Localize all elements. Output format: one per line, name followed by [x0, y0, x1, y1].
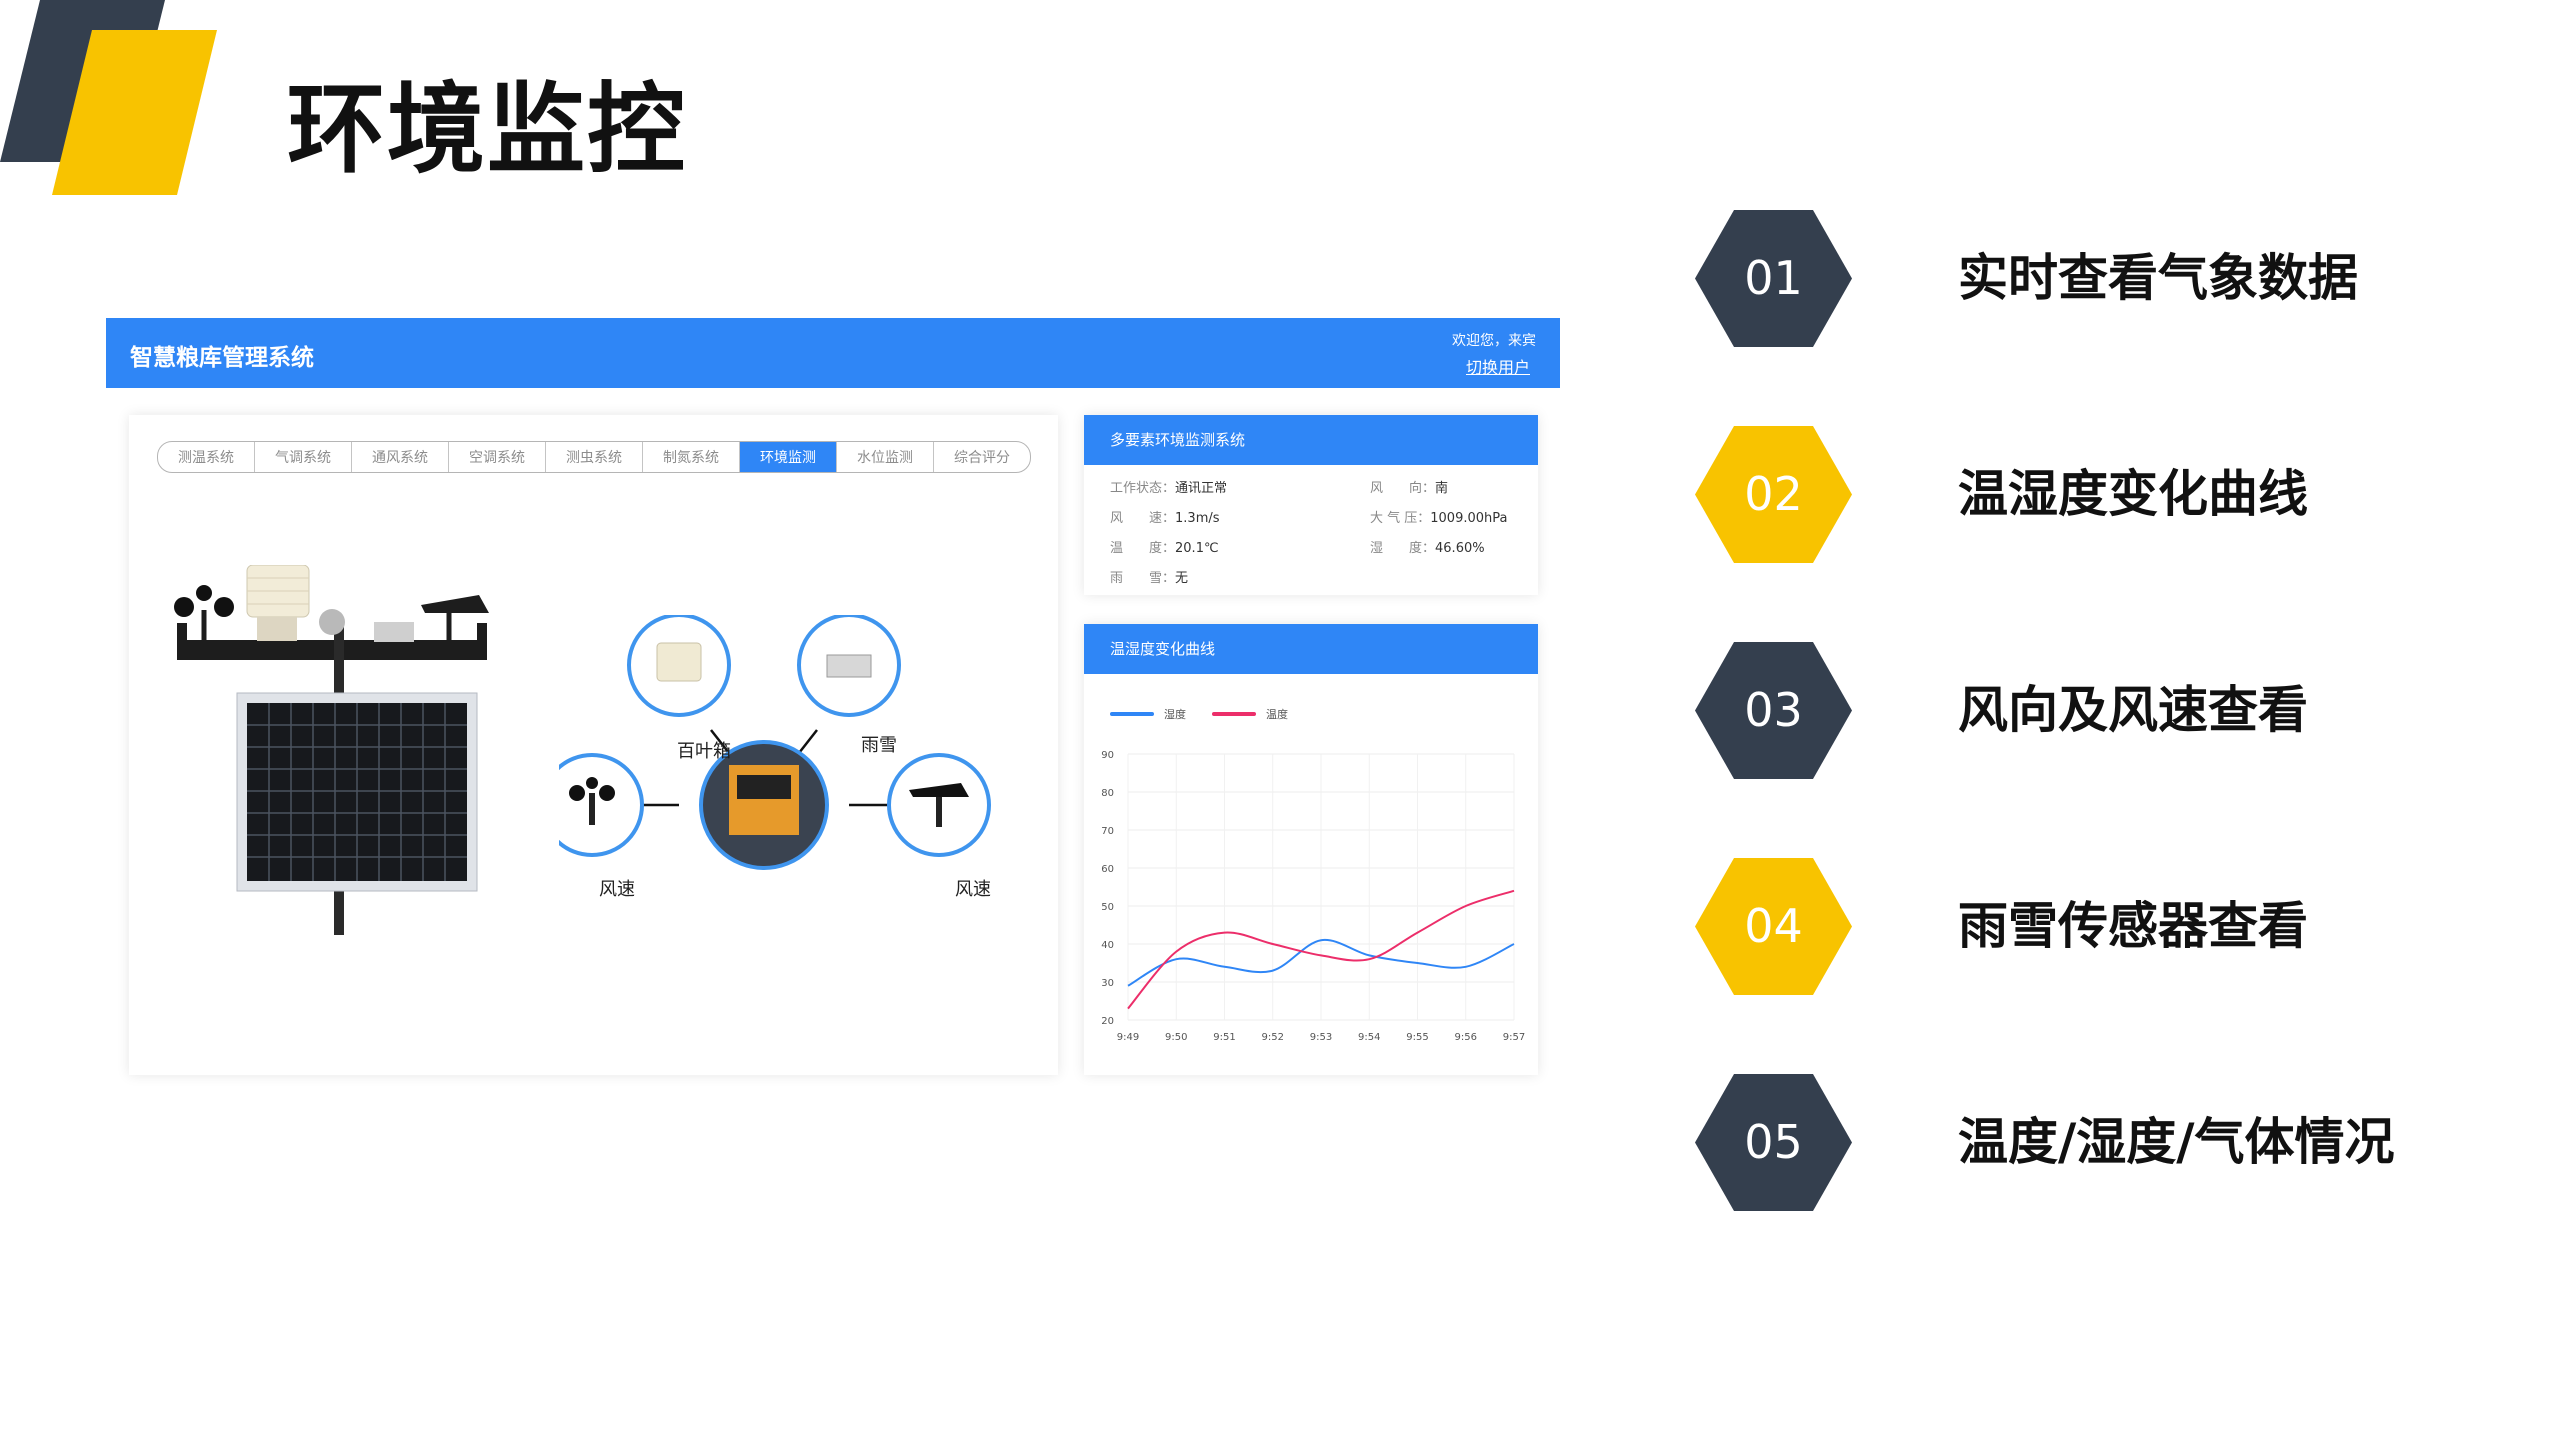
status-row: 大 气 压：1009.00hPa — [1370, 511, 1508, 526]
environment-panel: 测温系统气调系统通风系统空调系统测虫系统制氮系统环境监测水位监测 综合评分 — [129, 415, 1058, 1075]
y-tick-label: 60 — [1101, 864, 1114, 875]
feature-text: 风向及风速查看 — [1958, 681, 2308, 739]
status-row: 风 速：1.3m/s — [1110, 511, 1220, 526]
tab-8[interactable]: 综合评分 — [954, 450, 1010, 466]
status-row: 风 向：南 — [1370, 481, 1449, 496]
legend-temperature: 温度 — [1212, 706, 1288, 722]
x-tick-label: 9:53 — [1310, 1032, 1332, 1043]
chart-panel: 温湿度变化曲线 湿度 温度 20 30 40 50 60 70 80 90 9:49 9:50 9:… — [1084, 624, 1538, 1075]
status-row: 温 度：20.1℃ — [1110, 541, 1219, 556]
feature-item: 05 温度/湿度/气体情况 — [0, 1074, 2560, 1214]
feature-number: 03 — [1744, 683, 1803, 737]
tab-0[interactable]: 测温系统 — [158, 442, 255, 472]
feature-item: 04 雨雪传感器查看 — [0, 858, 2560, 998]
x-tick-label: 9:51 — [1213, 1032, 1235, 1043]
status-row: 工作状态：通讯正常 — [1110, 481, 1228, 496]
y-tick-label: 70 — [1101, 826, 1114, 837]
feature-text: 实时查看气象数据 — [1958, 249, 2358, 307]
feature-text: 温湿度变化曲线 — [1958, 465, 2308, 523]
slide-title: 环境监控 — [287, 73, 688, 187]
wind-speed-label-left: 风速 — [599, 879, 635, 900]
hexagon-icon — [1695, 642, 1852, 779]
x-tick-label: 9:54 — [1358, 1032, 1380, 1043]
rain-snow-label: 雨雪 — [861, 735, 897, 756]
weather-station-illustration — [174, 565, 489, 935]
status-panel: 多要素环境监测系统 工作状态：通讯正常 风 向：南风 速：1.3m/s 大 气 压：… — [1084, 415, 1538, 595]
sensor-diagram — [559, 615, 991, 870]
y-tick-label: 50 — [1101, 902, 1114, 913]
x-tick-label: 9:50 — [1165, 1032, 1187, 1043]
feature-item: 02 温湿度变化曲线 — [0, 426, 2560, 566]
status-row: 湿 度：46.60% — [1370, 541, 1485, 556]
feature-number: 04 — [1744, 899, 1803, 953]
app-title: 智慧粮库管理系统 — [130, 345, 314, 371]
x-tick-label: 9:55 — [1406, 1032, 1428, 1043]
series-line-0 — [1127, 938, 1515, 987]
louver-label: 百叶箱 — [677, 741, 731, 762]
series-line-1 — [1127, 889, 1515, 1010]
y-tick-label: 40 — [1101, 940, 1114, 951]
wind-speed-node-left — [559, 753, 644, 857]
feature-text: 雨雪传感器查看 — [1958, 897, 2308, 955]
app-header: 智慧粮库管理系统 欢迎您，来宾 切换用户 — [106, 318, 1560, 388]
welcome-text: 欢迎您，来宾 — [1452, 333, 1536, 349]
temperature-humidity-chart: 20 30 40 50 60 70 80 90 9:49 9:50 9:51 9:52 9:53 9:54… — [1101, 750, 1525, 1043]
hexagon-icon — [1695, 858, 1852, 995]
status-panel-title: 多要素环境监测系统 — [1084, 415, 1538, 465]
y-tick-label: 20 — [1101, 1016, 1114, 1027]
feature-item: 01 实时查看气象数据 — [0, 210, 2560, 350]
y-tick-label: 90 — [1101, 750, 1114, 761]
x-tick-label: 9:57 — [1503, 1032, 1525, 1043]
tab-7[interactable]: 水位监测 — [837, 442, 934, 472]
hexagon-icon — [1695, 1074, 1852, 1211]
status-row: 雨 雪：无 — [1110, 571, 1189, 586]
y-tick-label: 30 — [1101, 978, 1114, 989]
feature-number: 02 — [1744, 467, 1803, 521]
tab-3[interactable]: 空调系统 — [449, 442, 546, 472]
x-tick-label: 9:52 — [1262, 1032, 1284, 1043]
x-tick-label: 9:49 — [1117, 1032, 1139, 1043]
y-tick-label: 80 — [1101, 788, 1114, 799]
feature-number: 01 — [1744, 251, 1803, 305]
corner-yellow-parallelogram — [52, 30, 217, 195]
feature-number: 05 — [1744, 1115, 1803, 1169]
hexagon-icon — [1695, 426, 1852, 563]
hexagon-icon — [1695, 210, 1852, 347]
tab-5[interactable]: 制氮系统 — [643, 442, 740, 472]
chart-panel-title: 温湿度变化曲线 — [1084, 624, 1538, 674]
feature-item: 03 风向及风速查看 — [0, 642, 2560, 782]
system-tabs: 测温系统气调系统通风系统空调系统测虫系统制氮系统环境监测水位监测 综合评分 — [157, 441, 1031, 473]
switch-user-link[interactable]: 切换用户 — [1465, 358, 1530, 377]
feature-text: 温度/湿度/气体情况 — [1958, 1113, 2395, 1171]
tab-1[interactable]: 气调系统 — [255, 442, 352, 472]
tab-6[interactable]: 环境监测 — [740, 442, 837, 472]
tab-4[interactable]: 测虫系统 — [546, 442, 643, 472]
x-tick-label: 9:56 — [1455, 1032, 1477, 1043]
tab-2[interactable]: 通风系统 — [352, 442, 449, 472]
legend-humidity: 湿度 — [1110, 706, 1186, 722]
wind-speed-label-right: 风速 — [955, 879, 991, 900]
